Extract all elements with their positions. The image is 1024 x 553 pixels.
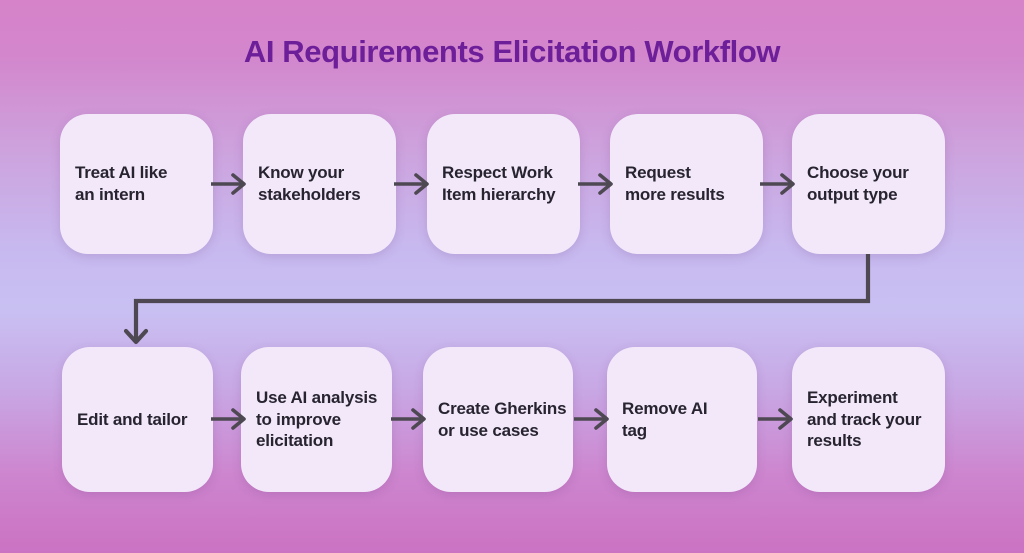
step-label: Use AI analysis to improve elicitation <box>256 387 378 451</box>
workflow-step-edit-and-tailor: Edit and tailor <box>62 347 213 492</box>
workflow-step-respect-work-item-hierarchy: Respect Work Item hierarchy <box>427 114 580 254</box>
step-label: Respect Work Item hierarchy <box>442 163 556 204</box>
step-label: Request more results <box>625 163 725 204</box>
step-label: Create Gherkins or use cases <box>438 398 567 440</box>
workflow-step-create-gherkins: Create Gherkins or use cases <box>423 347 573 492</box>
arrow-right-icon <box>394 173 429 195</box>
arrow-right-icon <box>758 408 793 430</box>
workflow-step-request-more-results: Request more results <box>610 114 763 254</box>
workflow-step-experiment-track-results: Experiment and track your results <box>792 347 945 492</box>
workflow-step-choose-output-type: Choose your output type <box>792 114 945 254</box>
step-label: Treat AI like an intern <box>75 163 168 204</box>
step-label: Edit and tailor <box>77 409 188 429</box>
workflow-step-treat-ai-like-intern: Treat AI like an intern <box>60 114 213 254</box>
step-label: Experiment and track your results <box>807 387 922 451</box>
step-label: Choose your output type <box>807 163 909 204</box>
step-label: Remove AI tag <box>622 398 708 440</box>
step-label: Know your stakeholders <box>258 163 361 204</box>
workflow-step-remove-ai-tag: Remove AI tag <box>607 347 757 492</box>
arrow-right-icon <box>574 408 609 430</box>
workflow-step-know-stakeholders: Know your stakeholders <box>243 114 396 254</box>
page-title: AI Requirements Elicitation Workflow <box>243 34 781 69</box>
workflow-step-ai-analysis-improve-elicitation: Use AI analysis to improve elicitation <box>241 347 392 492</box>
